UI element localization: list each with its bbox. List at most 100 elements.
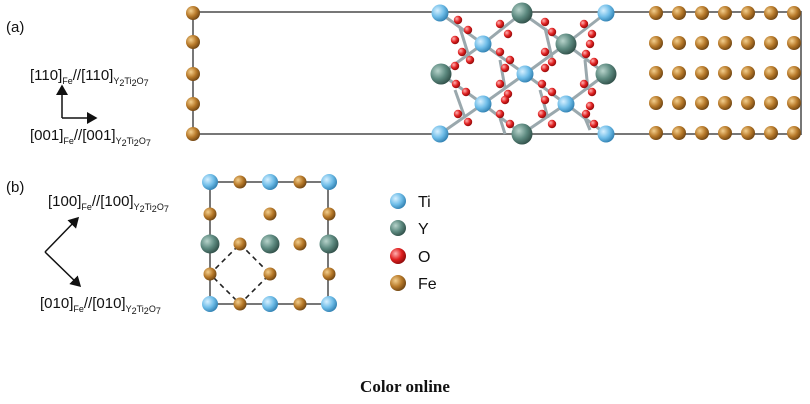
fe-atom [718,96,732,110]
fe-atom [233,297,247,311]
fe-unit-cell-dashed [208,242,272,306]
fe-atom [263,267,277,281]
ti-atom [262,296,278,312]
o-atom [587,87,597,97]
fe-atom [764,126,778,140]
ti-atom [202,296,218,312]
legend-item-ti: Ti [390,193,431,211]
y-atom [260,234,280,254]
o-atom [547,87,557,97]
o-atom [540,95,550,105]
fe-atom-icon [390,275,406,291]
fe-atom [718,36,732,50]
fe-atom [233,237,247,251]
o-atom [503,29,513,39]
o-atom [463,117,473,127]
fe-atom [322,267,336,281]
fe-atom [787,66,801,80]
o-atom [495,19,505,29]
o-atom [450,61,460,71]
fe-atom [741,126,755,140]
legend-label-fe: Fe [418,276,437,293]
fe-atom [186,127,200,141]
panel-a-label: (a) [6,19,24,36]
o-atom [505,119,515,129]
figure-caption: Color online [360,377,450,396]
o-atom [581,49,591,59]
y-atom-icon [390,220,406,236]
o-atom [540,17,550,27]
direction-label-110: [110]Fe//[110]Y2Ti2O7 [30,67,149,88]
ti-atom [516,65,534,83]
o-atom [453,109,463,119]
y-atom [319,234,339,254]
ti-atom [321,174,337,190]
fe-atom [263,207,277,221]
o-atom [547,57,557,67]
fe-atom [764,6,778,20]
ti-atom [597,4,615,22]
fe-atom [672,66,686,80]
o-atom [547,27,557,37]
y-atom [200,234,220,254]
o-atom [537,109,547,119]
fe-atom [672,6,686,20]
fe-atom [764,66,778,80]
ti-atom [431,125,449,143]
o-atom [587,29,597,39]
o-atom [500,63,510,73]
ti-atom [431,4,449,22]
o-atom [495,109,505,119]
o-atom [585,101,595,111]
fe-atom [787,96,801,110]
o-atom [589,119,599,129]
fe-atom [649,96,663,110]
o-atom [495,79,505,89]
fe-atom [787,36,801,50]
fe-atom [718,126,732,140]
fe-atom [718,66,732,80]
fe-atom [672,96,686,110]
fe-atom [787,6,801,20]
bond [543,27,554,59]
direction-label-001: [001]Fe//[001]Y2Ti2O7 [30,127,151,148]
fe-atom [649,66,663,80]
bond [482,42,526,76]
ti-atom [202,174,218,190]
fe-atom [672,126,686,140]
panel-b-label: (b) [6,179,24,196]
legend-label-ti: Ti [418,194,431,211]
fe-atom [649,36,663,50]
fe-atom [186,35,200,49]
ti-atom [597,125,615,143]
o-atom-icon [390,248,406,264]
fe-atom [649,126,663,140]
o-atom [495,47,505,57]
fe-atom [186,6,200,20]
direction-label-010: [010]Fe//[010]Y2Ti2O7 [40,295,161,316]
ti-atom [474,35,492,53]
bond [439,102,484,136]
y-atom [595,63,617,85]
o-atom [537,79,547,89]
o-atom [463,25,473,35]
o-atom [579,79,589,89]
fe-atom [764,96,778,110]
legend: Ti Y O Fe [390,193,437,293]
bond [482,72,526,106]
o-atom [547,119,557,129]
bond [498,59,507,89]
o-atom [540,47,550,57]
o-atom [589,57,599,67]
fe-atom [695,36,709,50]
fe-atom [649,6,663,20]
o-atom [581,109,591,119]
fe-atom [695,66,709,80]
fe-atom [695,126,709,140]
panel-b-axes [44,216,82,288]
fe-atom [186,67,200,81]
ti-atom [321,296,337,312]
fe-atom [787,126,801,140]
o-atom [579,19,589,29]
